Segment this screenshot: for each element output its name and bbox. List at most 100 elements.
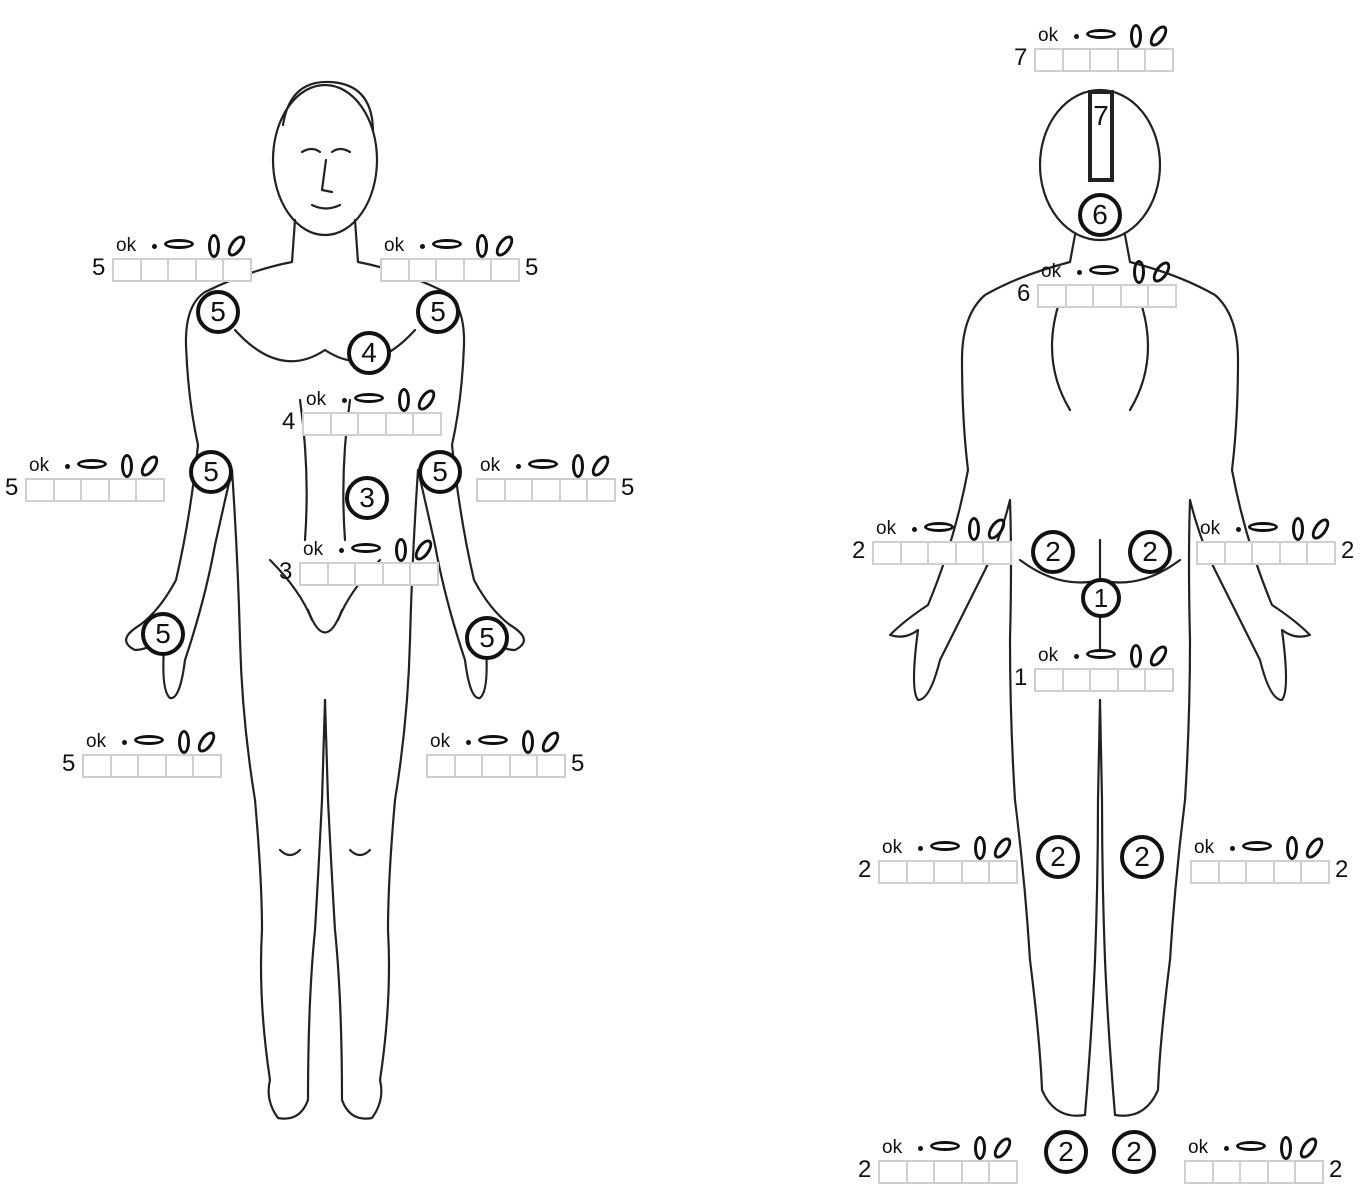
rating-box[interactable]	[435, 258, 465, 282]
rating-box[interactable]	[80, 478, 110, 502]
rating-box[interactable]	[933, 1160, 963, 1184]
tall-oval-icon[interactable]	[1286, 836, 1298, 860]
dot-icon[interactable]	[1230, 846, 1235, 851]
dot-icon[interactable]	[339, 548, 344, 553]
dot-icon[interactable]	[420, 244, 425, 249]
ok-label[interactable]: ok	[876, 518, 896, 540]
rating-box[interactable]	[509, 754, 539, 778]
tilted-oval-icon[interactable]	[1302, 834, 1326, 861]
rating-box[interactable]	[1034, 48, 1064, 72]
flat-oval-icon[interactable]	[930, 841, 960, 851]
dot-icon[interactable]	[122, 740, 127, 745]
ok-label[interactable]: ok	[86, 731, 106, 753]
rating-box[interactable]	[531, 478, 561, 502]
rating-box[interactable]	[1300, 860, 1330, 884]
front-marker-left-wrist[interactable]: 5	[141, 612, 185, 656]
rating-box[interactable]	[1092, 284, 1122, 308]
front-marker-left-shoulder[interactable]: 5	[196, 290, 240, 334]
rating-box[interactable]	[112, 258, 142, 282]
rating-box[interactable]	[988, 1160, 1018, 1184]
tilted-oval-icon[interactable]	[588, 452, 612, 479]
rating-box[interactable]	[1065, 284, 1095, 308]
rating-box[interactable]	[1245, 860, 1275, 884]
ok-label[interactable]: ok	[1041, 261, 1061, 283]
back-marker-left-heel[interactable]: 2	[1044, 1130, 1088, 1174]
rating-box[interactable]	[906, 1160, 936, 1184]
flat-oval-icon[interactable]	[351, 543, 381, 553]
rating-box[interactable]	[955, 541, 985, 565]
ok-label[interactable]: ok	[1200, 518, 1220, 540]
rating-box[interactable]	[1034, 668, 1064, 692]
rating-box[interactable]	[454, 754, 484, 778]
flat-oval-icon[interactable]	[432, 239, 462, 249]
rating-box[interactable]	[878, 860, 908, 884]
back-marker-lower-back[interactable]: 1	[1081, 578, 1121, 618]
ok-label[interactable]: ok	[1038, 645, 1058, 667]
rating-box[interactable]	[961, 1160, 991, 1184]
rating-box[interactable]	[1212, 1160, 1242, 1184]
tilted-oval-icon[interactable]	[492, 232, 516, 259]
ok-label[interactable]: ok	[430, 731, 450, 753]
flat-oval-icon[interactable]	[1086, 649, 1116, 659]
tilted-oval-icon[interactable]	[414, 386, 438, 413]
tall-oval-icon[interactable]	[522, 730, 534, 754]
tall-oval-icon[interactable]	[572, 454, 584, 478]
dot-icon[interactable]	[918, 1146, 923, 1151]
flat-oval-icon[interactable]	[1242, 841, 1272, 851]
tall-oval-icon[interactable]	[395, 538, 407, 562]
rating-box[interactable]	[1239, 1160, 1269, 1184]
rating-box[interactable]	[53, 478, 83, 502]
dot-icon[interactable]	[1074, 34, 1079, 39]
rating-box[interactable]	[409, 562, 439, 586]
dot-icon[interactable]	[342, 398, 347, 403]
flat-oval-icon[interactable]	[354, 393, 384, 403]
rating-box[interactable]	[299, 562, 329, 586]
rating-box[interactable]	[1089, 48, 1119, 72]
back-marker-left-hip[interactable]: 2	[1031, 530, 1075, 574]
dot-icon[interactable]	[65, 464, 70, 469]
rating-box[interactable]	[878, 1160, 908, 1184]
rating-box[interactable]	[1279, 541, 1309, 565]
ok-label[interactable]: ok	[480, 455, 500, 477]
rating-box[interactable]	[1196, 541, 1226, 565]
flat-oval-icon[interactable]	[930, 1141, 960, 1151]
tall-oval-icon[interactable]	[178, 730, 190, 754]
flat-oval-icon[interactable]	[1086, 29, 1116, 39]
tall-oval-icon[interactable]	[1280, 1136, 1292, 1160]
tilted-oval-icon[interactable]	[137, 452, 161, 479]
rating-box[interactable]	[559, 478, 589, 502]
rating-box[interactable]	[1224, 541, 1254, 565]
rating-box[interactable]	[872, 541, 902, 565]
rating-box[interactable]	[1144, 668, 1174, 692]
rating-box[interactable]	[476, 478, 506, 502]
rating-box[interactable]	[110, 754, 140, 778]
dot-icon[interactable]	[466, 740, 471, 745]
tall-oval-icon[interactable]	[968, 517, 980, 541]
rating-box[interactable]	[1037, 284, 1067, 308]
tilted-oval-icon[interactable]	[1146, 642, 1170, 669]
tilted-oval-icon[interactable]	[984, 515, 1008, 542]
rating-box[interactable]	[1089, 668, 1119, 692]
rating-box[interactable]	[330, 412, 360, 436]
dot-icon[interactable]	[912, 527, 917, 532]
tall-oval-icon[interactable]	[1292, 517, 1304, 541]
rating-box[interactable]	[167, 258, 197, 282]
rating-box[interactable]	[426, 754, 456, 778]
tall-oval-icon[interactable]	[1133, 260, 1145, 284]
rating-box[interactable]	[302, 412, 332, 436]
rating-box[interactable]	[982, 541, 1012, 565]
flat-oval-icon[interactable]	[1248, 522, 1278, 532]
tilted-oval-icon[interactable]	[411, 536, 435, 563]
rating-box[interactable]	[165, 754, 195, 778]
rating-box[interactable]	[481, 754, 511, 778]
rating-box[interactable]	[1147, 284, 1177, 308]
dot-icon[interactable]	[1236, 527, 1241, 532]
rating-box[interactable]	[1267, 1160, 1297, 1184]
tall-oval-icon[interactable]	[974, 1136, 986, 1160]
rating-box[interactable]	[1184, 1160, 1214, 1184]
flat-oval-icon[interactable]	[924, 522, 954, 532]
rating-box[interactable]	[380, 258, 410, 282]
rating-box[interactable]	[408, 258, 438, 282]
rating-box[interactable]	[586, 478, 616, 502]
dot-icon[interactable]	[918, 846, 923, 851]
